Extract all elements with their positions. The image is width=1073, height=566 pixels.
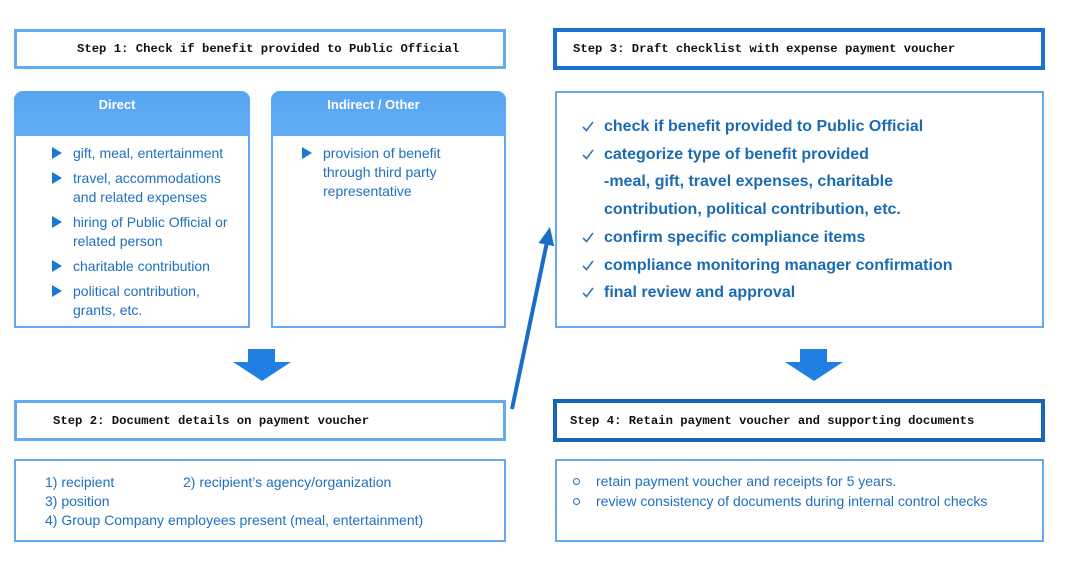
step2-details-box: 1) recipient 2) recipient’s agency/organi… (14, 459, 506, 542)
checklist-box: check if benefit provided to Public Offi… (555, 91, 1044, 328)
circle-bullet-icon (573, 497, 580, 505)
checklist: check if benefit provided to Public Offi… (582, 113, 953, 307)
list-item-line: and related expenses (73, 189, 207, 205)
checklist-item: confirm specific compliance items (582, 224, 953, 252)
direct-benefit-list: gift, meal, entertainment travel, accomm… (52, 144, 228, 326)
list-item-line: provision of benefit (323, 145, 441, 161)
list-item-line: political contribution, (73, 283, 200, 299)
checkmark-icon (582, 121, 594, 132)
indirect-category-box: Indirect / Other provision of benefit th… (271, 91, 506, 328)
list-item: gift, meal, entertainment (52, 144, 228, 163)
checkmark-icon (582, 149, 594, 160)
step4-title: Step 4: Retain payment voucher and suppo… (570, 413, 975, 428)
checklist-item-text: compliance monitoring manager confirmati… (604, 256, 953, 274)
step4-details-box: retain payment voucher and receipts for … (555, 459, 1044, 542)
step3-box: Step 3: Draft checklist with expense pay… (553, 28, 1045, 70)
detail-position: 3) position (45, 493, 110, 509)
list-item-line: through third party (323, 164, 437, 180)
checklist-item: final review and approval (582, 279, 953, 307)
checkmark-icon (582, 287, 594, 298)
direct-category-box: Direct gift, meal, entertainment travel,… (14, 91, 250, 328)
checklist-item-text: categorize type of benefit provided (604, 145, 869, 163)
list-item-line: representative (323, 183, 412, 199)
checklist-item: compliance monitoring manager confirmati… (582, 252, 953, 280)
triangle-right-icon (52, 147, 62, 159)
list-item-line: grants, etc. (73, 302, 143, 318)
triangle-right-icon (52, 172, 62, 184)
triangle-right-icon (52, 285, 62, 297)
detail-employees: 4) Group Company employees present (meal… (45, 512, 424, 528)
direct-header-label: Direct (98, 97, 136, 112)
step1-title: Step 1: Check if benefit provided to Pub… (77, 42, 460, 56)
checklist-sub-line: -meal, gift, travel expenses, charitable (604, 173, 894, 191)
list-item: hiring of Public Official or related per… (52, 213, 228, 251)
detail-agency: 2) recipient’s agency/organization (183, 474, 392, 490)
list-item: travel, accommodations and related expen… (52, 169, 228, 207)
direct-header: Direct (14, 91, 250, 136)
triangle-right-icon (302, 147, 312, 159)
list-item-line: gift, meal, entertainment (73, 145, 224, 161)
checklist-item-text: check if benefit provided to Public Offi… (604, 118, 924, 135)
list-item-line: travel, accommodations (73, 170, 221, 186)
checklist-item-text: confirm specific compliance items (604, 228, 866, 246)
checklist-sub-line: contribution, political contribution, et… (604, 201, 901, 219)
triangle-right-icon (52, 260, 62, 272)
step1-box: Step 1: Check if benefit provided to Pub… (14, 29, 506, 69)
indirect-header-label: Indirect / Other (327, 97, 420, 112)
checklist-item: check if benefit provided to Public Offi… (582, 113, 953, 141)
list-item: political contribution, grants, etc. (52, 282, 228, 320)
checkmark-icon (582, 260, 594, 271)
detail-recipient: 1) recipient (45, 474, 115, 490)
list-item: review consistency of documents during i… (572, 491, 987, 511)
step2-box: Step 2: Document details on payment vouc… (14, 400, 506, 441)
detail-row: 4) Group Company employees present (meal… (45, 511, 504, 530)
detail-row: 3) position (45, 492, 504, 511)
step3-title: Step 3: Draft checklist with expense pay… (573, 42, 956, 56)
checkmark-icon (582, 232, 594, 243)
indirect-header: Indirect / Other (271, 91, 506, 136)
list-item-text: retain payment voucher and receipts for … (596, 473, 897, 489)
checklist-item-text: final review and approval (604, 284, 796, 302)
circle-bullet-icon (573, 477, 580, 485)
down-arrow-icon (233, 349, 291, 381)
list-item-line: hiring of Public Official or (73, 214, 228, 230)
step4-box: Step 4: Retain payment voucher and suppo… (553, 399, 1045, 442)
retention-list: retain payment voucher and receipts for … (572, 471, 987, 511)
diagonal-up-arrow-icon (510, 227, 555, 410)
down-arrow-icon (785, 349, 843, 381)
step2-title: Step 2: Document details on payment vouc… (53, 413, 370, 428)
indirect-benefit-list: provision of benefit through third party… (302, 144, 441, 207)
list-item-text: review consistency of documents during i… (596, 493, 988, 509)
list-item: provision of benefit through third party… (302, 144, 441, 201)
list-item: charitable contribution (52, 257, 228, 276)
list-item-line: related person (73, 233, 163, 249)
triangle-right-icon (52, 216, 62, 228)
list-item: retain payment voucher and receipts for … (572, 471, 987, 491)
checklist-item: categorize type of benefit provided -mea… (582, 141, 953, 224)
list-item-line: charitable contribution (73, 258, 210, 274)
detail-row: 1) recipient 2) recipient’s agency/organi… (45, 473, 504, 492)
